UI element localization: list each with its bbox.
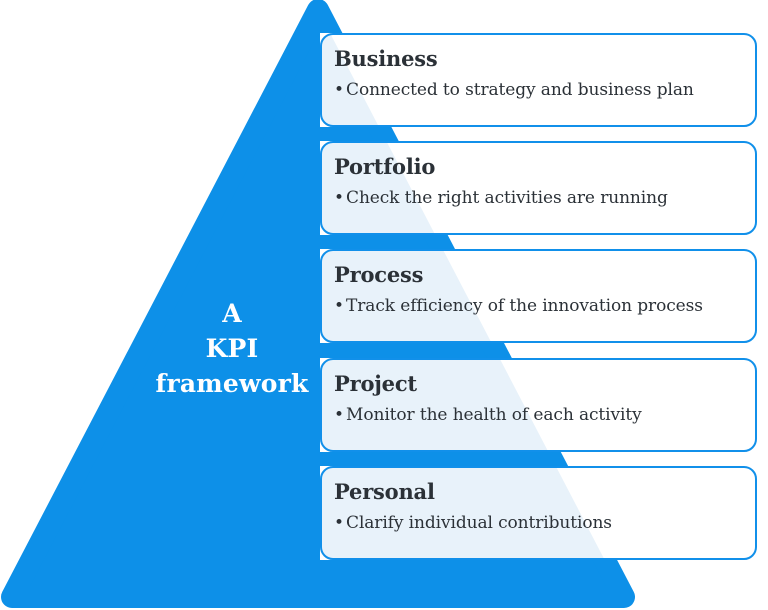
level-title: Project [334, 371, 417, 396]
bullet-icon: • [334, 296, 345, 316]
level-bullet-row: • Monitor the health of each activity [334, 404, 741, 426]
bullet-icon: • [334, 80, 345, 100]
level-title: Business [334, 46, 438, 71]
level-title: Personal [334, 479, 435, 504]
bullet-icon: • [334, 513, 345, 533]
level-description: Connected to strategy and business plan [346, 80, 694, 100]
level-bullet-row: • Track efficiency of the innovation pro… [334, 295, 741, 317]
level-description: Track efficiency of the innovation proce… [346, 296, 703, 316]
level-description: Monitor the health of each activity [346, 405, 642, 425]
level-card-project[interactable]: Project • Monitor the health of each act… [320, 358, 757, 452]
level-bullet-row: • Check the right activities are running [334, 187, 741, 209]
level-description: Clarify individual contributions [346, 513, 612, 533]
bullet-icon: • [334, 405, 345, 425]
level-card-portfolio[interactable]: Portfolio • Check the right activities a… [320, 141, 757, 235]
level-title: Process [334, 262, 424, 287]
level-card-process[interactable]: Process • Track efficiency of the innova… [320, 249, 757, 343]
level-card-business[interactable]: Business • Connected to strategy and bus… [320, 33, 757, 127]
bullet-icon: • [334, 188, 345, 208]
level-card-personal[interactable]: Personal • Clarify individual contributi… [320, 466, 757, 560]
level-bullet-row: • Connected to strategy and business pla… [334, 79, 741, 101]
level-bullet-row: • Clarify individual contributions [334, 512, 741, 534]
level-description: Check the right activities are running [346, 188, 668, 208]
level-title: Portfolio [334, 154, 436, 179]
